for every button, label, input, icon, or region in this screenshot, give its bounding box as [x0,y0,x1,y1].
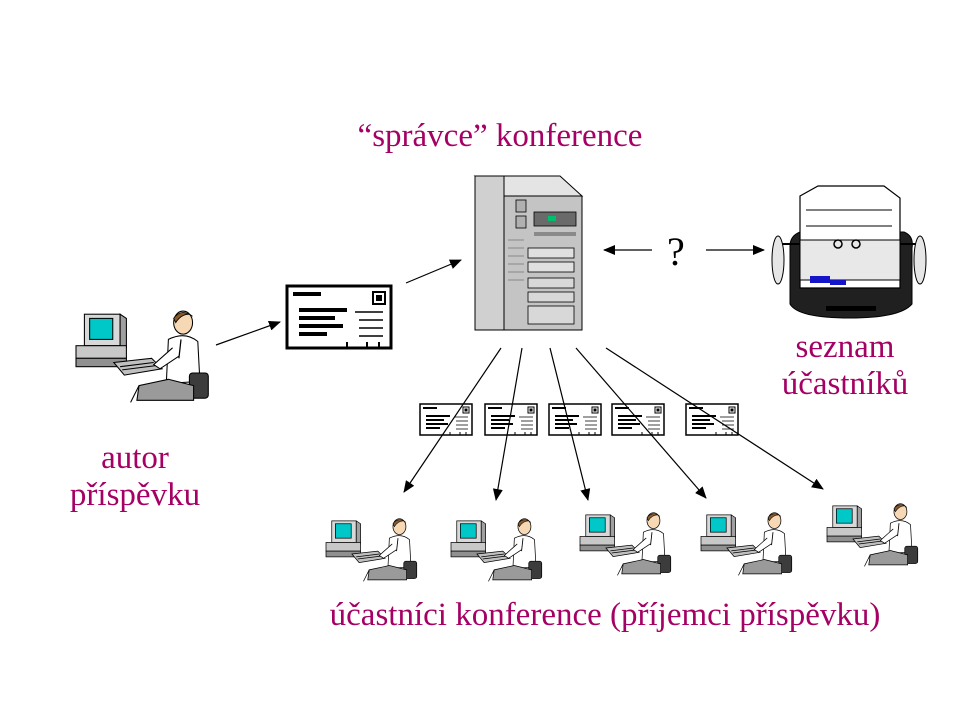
message-document-icon [548,403,602,436]
user-at-computer-icon [579,512,672,576]
question-mark: ? [667,229,685,274]
user-at-computer-icon [450,518,543,582]
server-label: “správce” konference [357,118,643,154]
user-at-computer-icon [826,503,919,567]
server-tower-icon [473,175,584,331]
rolodex-icon [771,185,927,319]
user-at-computer-icon [75,310,209,404]
user-at-computer-icon [700,512,793,576]
flow-arrows [215,245,824,501]
author-label: autor příspěvku [69,440,201,513]
message-document-icon [484,403,538,436]
participants-label: účastníci konference (příjemci příspěvku… [329,597,881,633]
message-document-icon [285,284,393,350]
participant-list-label: seznam účastníků [781,329,909,402]
message-document-icon [685,403,739,436]
user-at-computer-icon [325,518,418,582]
